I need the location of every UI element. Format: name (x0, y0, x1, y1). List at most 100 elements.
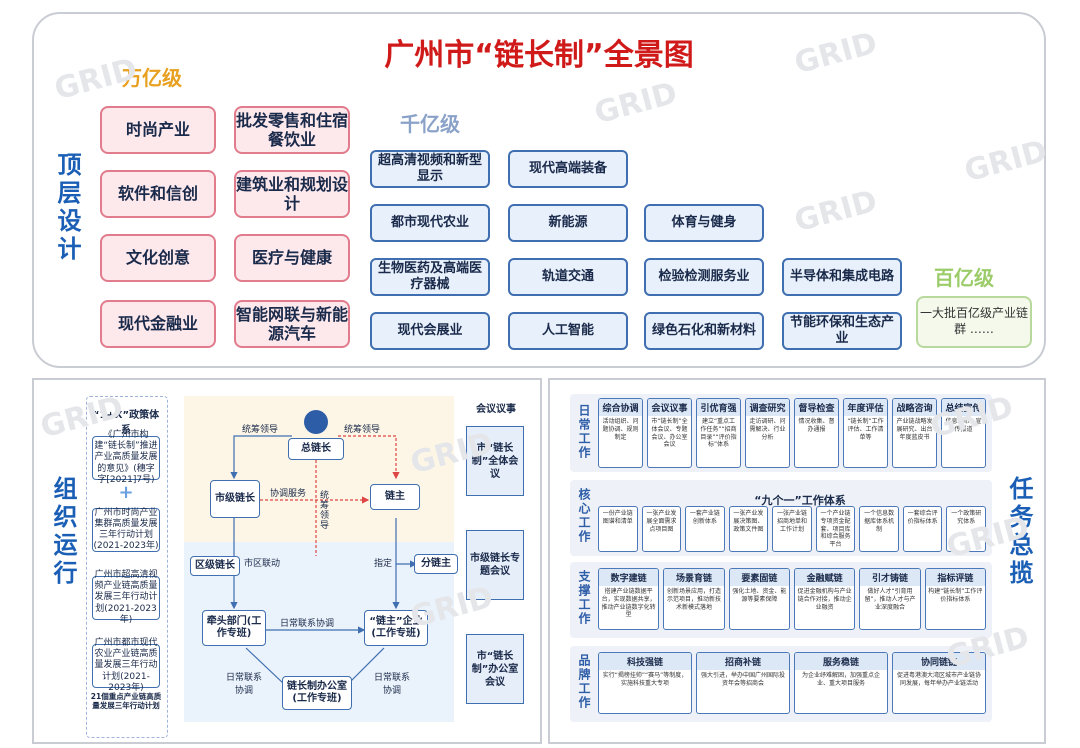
industry-new-energy: 新能源 (508, 204, 628, 242)
industry-petrochem: 绿色石化和新材料 (644, 312, 764, 350)
tasks-panel: 任务总揽 日常工作 核心工作 “九个一”工作体系 支撑工作 品牌工作 综合协调活… (548, 378, 1046, 744)
task-cell: 协同链链促进粤港澳大湾区城市产业链协同发展，每年举办产业链活动 (892, 652, 986, 714)
tier-ten-billion-label: 百亿级 (934, 266, 994, 290)
task-cell: 服务稳链为企业纾难解困，加强重点企业、重大项目服务 (794, 652, 888, 714)
task-cell-body: 情况收集、督办通报 (798, 418, 835, 433)
task-cell-body: “链长制”工作评估、工作清单等 (847, 418, 884, 441)
label-overall-1: 统筹领导 (242, 425, 279, 435)
person-icon (304, 410, 328, 434)
task-cell-body: 创新场景应用，打造示范项目，推动新技术新模式落地 (666, 588, 721, 611)
task-cell: 金融赋链促进金融机构与产业链合作对接，推动企业融资 (794, 568, 856, 630)
row-support-label: 支撑工作 (577, 570, 591, 626)
industry-culture: 文化创意 (100, 234, 216, 282)
task-cell: 一套产业链创新体系 (685, 506, 725, 552)
policy-column (86, 396, 168, 738)
org-side-label: 组织运行 (49, 476, 77, 588)
task-cell-body: 走访调研、问需解决、行业分析 (749, 418, 786, 441)
node-office: 链长制办公室(工作专班) (282, 676, 352, 710)
organization-panel: 组织运行 “1+X”政策体系 《广州市构建“链长制”推进产业高质量发展的意见》(… (32, 378, 542, 744)
task-cell-body: 为企业纾难解困，加强重点企业、重大项目服务 (801, 672, 880, 687)
industry-exhibition: 现代会展业 (370, 312, 490, 350)
task-cell-body: 信息发布、宣传报道 (945, 418, 982, 433)
task-cell-heading: 指标评链 (925, 569, 985, 586)
label-daily-2: 日常联系协调 (225, 673, 262, 696)
node-chief: 总链长 (288, 438, 344, 460)
task-cell: 一张产业发展全面需求点项目图 (641, 506, 682, 552)
watermark: GRID (590, 75, 681, 132)
industry-fashion: 时尚产业 (100, 106, 216, 154)
meeting-all: 市“链长制”全体会议 (466, 426, 524, 496)
task-cell: 一套综合评价指标体系 (902, 506, 943, 552)
row-daily-label: 日常工作 (577, 404, 591, 460)
task-cell: 数字建链搭建产业链数据平台，实现数据共享，推动产业链数字化转型 (598, 568, 660, 630)
node-district-leader: 区级链长 (190, 556, 240, 576)
task-cell: 会议议事市“链长制”全体会议、专题会议、办公室会议 (647, 398, 692, 468)
task-cell: 综合协调活动组织、问题协调、规则制定 (598, 398, 643, 468)
task-cell-heading: 科技强链 (599, 653, 691, 670)
task-cell-heading: 年度评估 (844, 399, 887, 416)
row-core-label: 核心工作 (577, 488, 591, 544)
task-cell-body: 搭建产业链数据平台，实现数据共享，推动产业链数字化转型 (601, 588, 656, 619)
task-cell-heading: 数字建链 (599, 569, 659, 586)
row-brand-label: 品牌工作 (577, 654, 591, 710)
task-cell-text: 一个信息数据库体系机制 (864, 510, 895, 533)
top-side-label: 顶层设计 (53, 152, 81, 264)
industry-health: 医疗与健康 (234, 234, 350, 282)
industry-rail: 轨道交通 (508, 258, 628, 296)
task-cell-body: 实行“揭榜挂帅”“赛马”等制度，实施科技重大专项 (602, 672, 688, 687)
task-cell: 招商补链强大引进，举办中国广州国际投资年会等招商会 (696, 652, 790, 714)
task-cell-body: 促进金融机构与产业链合作对接，推动企业融资 (797, 588, 852, 611)
node-lead-dept: 牵头部门(工作专班) (202, 610, 266, 646)
tier-trillion-label: 万亿级 (122, 66, 182, 90)
task-cell: 战略咨询产业链战略发展研究、出台年度蓝皮书 (892, 398, 937, 468)
task-cell-text: 一套产业链创新体系 (689, 510, 720, 525)
task-cell-body: 强化土地、资金、能源等要素保障 (732, 588, 787, 603)
task-cell-text: 一张产业发展全面需求点项目图 (646, 510, 677, 533)
task-cell: 总结宣传信息发布、宣传报道 (941, 398, 986, 468)
industry-agriculture: 都市现代农业 (370, 204, 490, 242)
task-cell-text: 一套综合评价指标体系 (907, 510, 938, 525)
task-cell: 一个信息数据库体系机制 (859, 506, 899, 552)
industry-sports: 体育与健身 (644, 204, 764, 242)
task-cell-heading: 协同链链 (893, 653, 985, 670)
tasks-side-label: 任务总揽 (1005, 476, 1033, 588)
industry-biomedicine: 生物医药及高端医疗器械 (370, 258, 490, 296)
meeting-title: 会议议事 (476, 404, 516, 415)
task-cell-heading: 金融赋链 (795, 569, 855, 586)
industry-finance: 现代金融业 (100, 300, 216, 348)
task-cell-heading: 要素固链 (729, 569, 789, 586)
label-overall-3: 统筹领导 (320, 491, 330, 531)
task-cell: 调查研究走访调研、问需解决、行业分析 (745, 398, 790, 468)
task-cell: 指标评链构建“链长制”工作评价指标体系 (924, 568, 986, 630)
policy-item: 广州市时尚产业集群高质量发展三年行动计划(2021-2023年) (92, 507, 160, 552)
task-cell-body: 促进粤港澳大湾区城市产业链协同发展，每年举办产业链活动 (896, 672, 981, 687)
task-cell-body: 建立“重点工作任务”“招商目录”“评价指标”体系 (700, 418, 737, 449)
task-cell: 科技强链实行“揭榜挂帅”“赛马”等制度，实施科技重大专项 (598, 652, 692, 714)
task-cell-heading: 战略咨询 (893, 399, 936, 416)
label-linkage: 市区联动 (244, 559, 281, 569)
task-cell: 督导检查情况收集、督办通报 (794, 398, 839, 468)
task-cell: 一张产业发展决策图、政策文件图 (728, 506, 769, 552)
task-cell-heading: 服务稳链 (795, 653, 887, 670)
task-cell-heading: 综合协调 (599, 399, 642, 416)
meeting-special: 市级链长专题会议 (466, 530, 524, 600)
task-cell-body: 构建“链长制”工作评价指标体系 (928, 588, 983, 603)
label-daily-3: 日常联系协调 (373, 673, 410, 696)
task-cell-text: 一个产业链专项资金配套、项目库和综合服务平台 (820, 510, 851, 549)
task-cell: 引才铸链做好人才“引育用留”，推动人才与产业深度融合 (859, 568, 921, 630)
task-cell-heading: 会议议事 (648, 399, 691, 416)
plus-icon: + (118, 482, 134, 503)
task-cell: 一个产业链专项资金配套、项目库和综合服务平台 (815, 506, 856, 552)
industry-semiconductor: 半导体和集成电路 (782, 258, 902, 296)
watermark: GRID (790, 183, 881, 240)
task-cell-text: 一张产业链招商地单和工作计划 (776, 510, 807, 533)
industry-eco: 节能环保和生态产业 (782, 312, 902, 350)
label-overall-2: 统筹领导 (344, 425, 381, 435)
industry-auto: 智能网联与新能源汽车 (234, 300, 350, 348)
core-heading: “九个一”工作体系 (754, 494, 846, 507)
task-cell-body: 强大引进，举办中国广州国际投资年会等招商会 (700, 672, 785, 687)
tier-hundred-billion-label: 千亿级 (400, 112, 460, 136)
task-cell-body: 产业链战略发展研究、出台年度蓝皮书 (896, 418, 933, 441)
page-title: 广州市“链长制”全景图 (384, 38, 694, 73)
industry-uhd-video: 超高清视频和新型显示 (370, 150, 490, 188)
